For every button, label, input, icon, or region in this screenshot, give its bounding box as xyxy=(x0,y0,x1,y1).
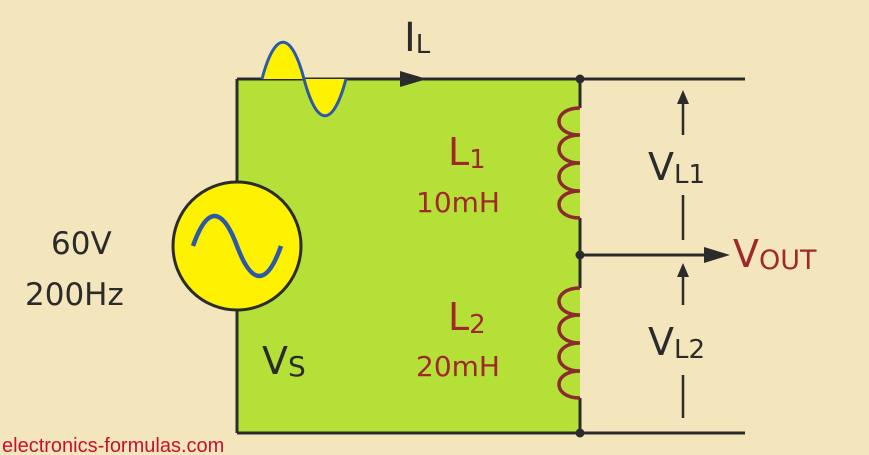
footer-credit: electronics-formulas.com xyxy=(2,435,224,455)
source-frequency-label: 200Hz xyxy=(25,277,124,313)
inductor-l2-value: 20mH xyxy=(416,350,500,383)
vl2-label: VL2 xyxy=(648,320,705,365)
junction-dot xyxy=(575,428,585,438)
vout-label: VOUT xyxy=(733,232,817,276)
source-voltage-label: 60V xyxy=(51,226,112,262)
vl1-arrow-icon xyxy=(677,90,689,104)
vl1-label: VL1 xyxy=(648,145,705,190)
inductor-l1-name: L1 xyxy=(448,130,486,175)
current-label: IL xyxy=(404,15,431,61)
output-arrow-icon xyxy=(704,247,730,263)
source-symbol-label: VS xyxy=(262,339,306,383)
ac-waveform-icon xyxy=(260,41,348,117)
inductor-l2-coil xyxy=(557,286,581,400)
vl2-arrow-icon xyxy=(677,263,689,277)
junction-dots xyxy=(575,74,585,438)
inductor-l2-name: L2 xyxy=(448,295,486,340)
inductor-l1-value: 10mH xyxy=(416,186,500,219)
inductor-l1-coil xyxy=(557,106,581,220)
junction-dot xyxy=(575,250,585,260)
ac-source-icon xyxy=(171,180,303,312)
current-arrow-icon xyxy=(400,71,427,87)
junction-dot xyxy=(575,74,585,84)
